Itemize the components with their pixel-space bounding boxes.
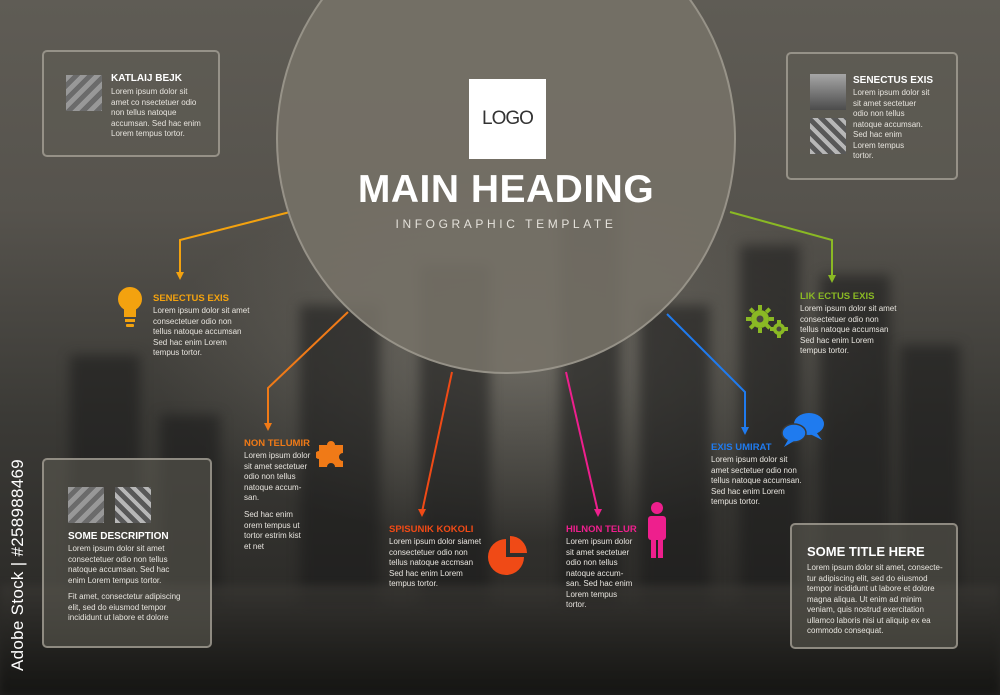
arrowhead-exis: [741, 427, 749, 435]
arrowhead-hilnon: [594, 509, 602, 517]
central-circle: [276, 0, 736, 374]
thumbnail-image: [810, 74, 846, 110]
box-some-title: [790, 523, 958, 649]
box-text: Lorem ipsum dolor sit amet, consecte-tur…: [807, 563, 943, 635]
pie-chart-icon: [488, 536, 527, 575]
box-title: SOME TITLE HERE: [807, 544, 925, 559]
connector-non-telumir: [267, 311, 349, 426]
stock-id-watermark: Adobe Stock | #258988469: [8, 458, 27, 671]
chat-bubbles-icon: [781, 413, 824, 447]
arrowhead-likectus: [828, 275, 836, 283]
item-label-hilnon: HILNON TELUR: [566, 524, 637, 535]
puzzle-icon: [316, 441, 343, 467]
lightbulb-icon: [118, 287, 142, 327]
item-label-spisunik: SPISUNIK KOKOLI: [389, 524, 474, 535]
gears-icon: [746, 305, 788, 338]
item-label-senectus: SENECTUS EXIS: [153, 293, 230, 304]
thumbnail-image: [66, 75, 102, 111]
person-icon: [648, 502, 666, 558]
item-label-non-telumir: NON TELUMIR: [244, 438, 310, 449]
thumbnail-image: [68, 487, 104, 523]
connector-spisunik: [421, 371, 453, 513]
subheading: INFOGRAPHIC TEMPLATE: [395, 217, 617, 231]
thumbnail-image: [810, 118, 846, 154]
logo-placeholder: LOGO: [469, 79, 546, 159]
box-title: SOME DESCRIPTION: [68, 531, 169, 542]
background-building: [300, 305, 380, 605]
connector-exis: [666, 313, 746, 430]
item-label-exis: EXIS UMIRAT: [711, 442, 772, 453]
arrowhead-non-telumir: [264, 423, 272, 431]
connector-hilnon: [565, 371, 599, 513]
connector-senectus: [179, 211, 291, 275]
box-title: SENECTUS EXIS: [853, 75, 934, 86]
box-senectus-top: [786, 52, 958, 180]
item-label-likectus: LIK ECTUS EXIS: [800, 291, 875, 302]
thumbnail-image: [115, 487, 151, 523]
connector-likectus: [729, 211, 833, 278]
main-heading: MAIN HEADING: [357, 168, 655, 211]
arrowhead-spisunik: [418, 509, 426, 517]
arrowhead-senectus: [176, 272, 184, 280]
box-title: KATLAIJ BEJK: [111, 73, 182, 84]
